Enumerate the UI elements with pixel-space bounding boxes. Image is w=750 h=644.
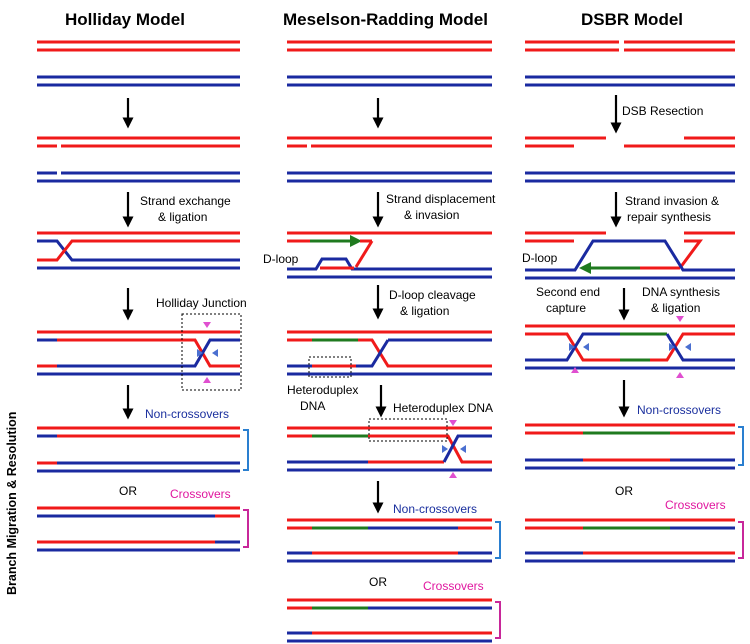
meselson-step2-label: D-loop cleavage — [389, 288, 476, 302]
dsbr-second-label: Second end — [536, 285, 600, 299]
branch-migration-label: Branch Migration & Resolution — [5, 412, 19, 595]
holliday-step1-label: Strand exchange — [140, 194, 231, 208]
dsbr-secondb-label: capture — [546, 301, 586, 315]
dsbr-cross-label: Crossovers — [665, 498, 726, 512]
meselson-step1-label: Strand displacement — [386, 192, 496, 206]
holliday-or: OR — [119, 484, 137, 498]
meselson-title: Meselson-Radding Model — [283, 10, 488, 29]
dsbr-title: DSBR Model — [581, 10, 683, 29]
dsbr-synth-label: DNA synthesis — [642, 285, 720, 299]
dsbr-invasion-label: Strand invasion & — [625, 194, 719, 208]
meselson-step2b-label: & ligation — [400, 304, 449, 318]
meselson-column: Strand displacement & invasion D-loop D-… — [263, 40, 501, 643]
meselson-cross-label: Crossovers — [423, 579, 484, 593]
meselson-dloop-label: D-loop — [263, 252, 299, 266]
holliday-step1b-label: & ligation — [158, 210, 207, 224]
meselson-or: OR — [369, 575, 387, 589]
holliday-column: Strand exchange & ligation Holliday Junc… — [37, 40, 249, 552]
dsbr-column: DSB Resection Strand invasion & repair s… — [522, 40, 744, 563]
dsbr-synthb-label: & ligation — [651, 301, 700, 315]
dsbr-invasionb-label: repair synthesis — [627, 210, 711, 224]
holliday-cross-label: Crossovers — [170, 487, 231, 501]
meselson-heteroduplex1-label: Heteroduplex — [287, 383, 358, 397]
dsbr-dloop-label: D-loop — [522, 251, 558, 265]
meselson-heteroduplex1b-label: DNA — [300, 399, 325, 413]
holliday-junction-label: Holliday Junction — [156, 296, 247, 310]
dsbr-noncross-label: Non-crossovers — [637, 403, 721, 417]
dsbr-or: OR — [615, 484, 633, 498]
holliday-title: Holliday Model — [65, 10, 185, 29]
meselson-step1b-label: & invasion — [404, 208, 459, 222]
holliday-noncross-label: Non-crossovers — [145, 407, 229, 421]
meselson-noncross-label: Non-crossovers — [393, 502, 477, 516]
dsbr-resection-label: DSB Resection — [622, 104, 703, 118]
meselson-heteroduplex2-label: Heteroduplex DNA — [393, 401, 493, 415]
